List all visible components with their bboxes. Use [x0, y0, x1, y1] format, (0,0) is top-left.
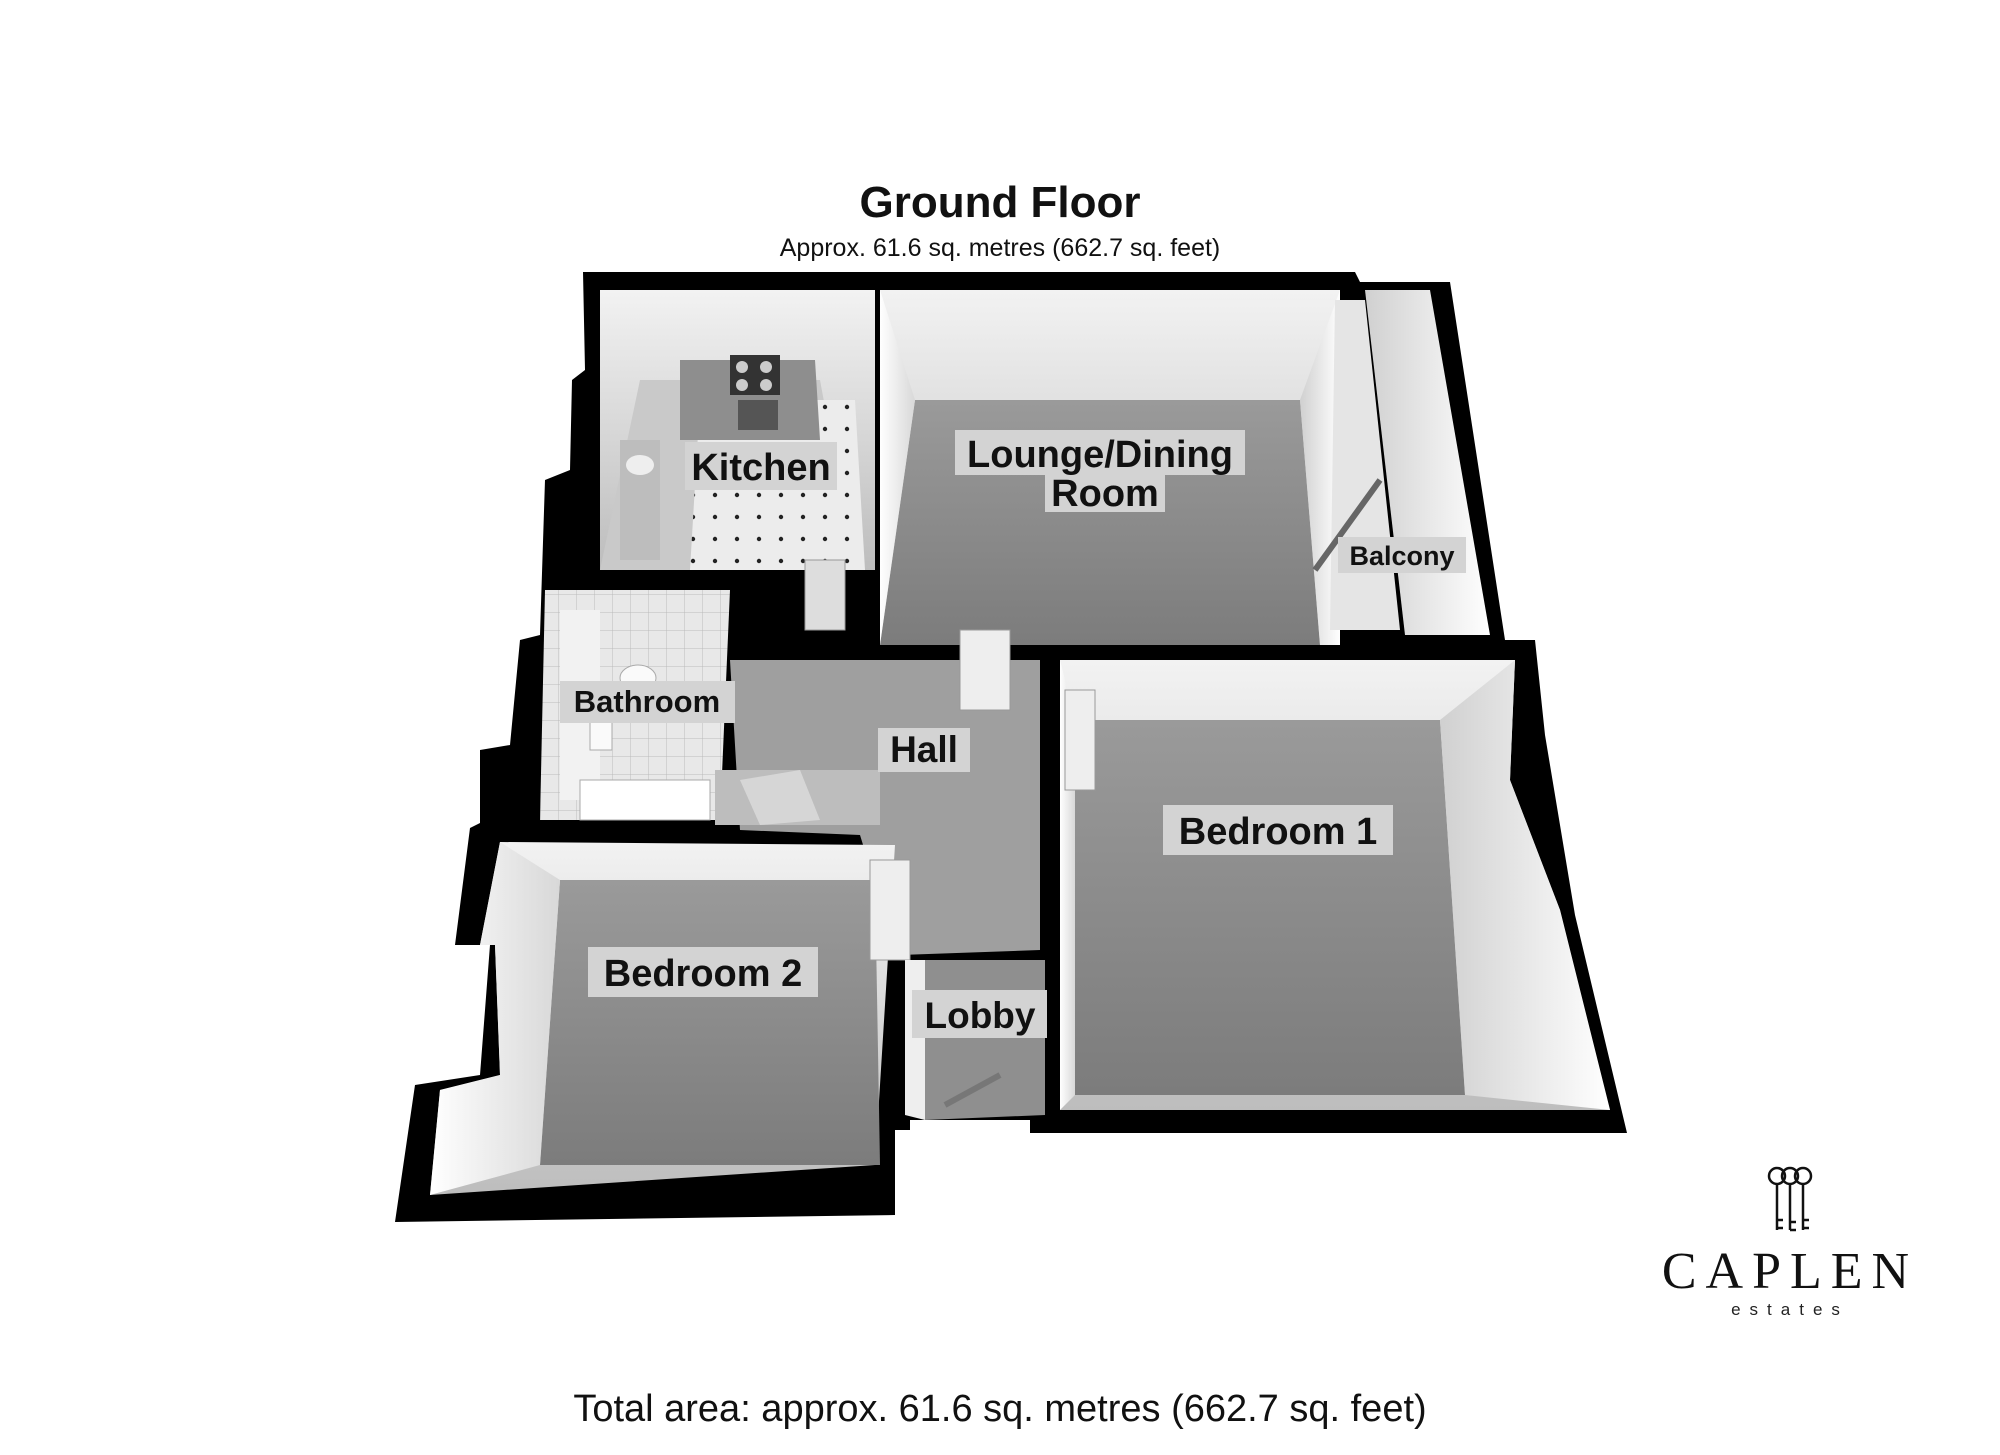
- basin-icon: [589, 719, 613, 751]
- bedroom-2-door-icon: [869, 859, 911, 961]
- kitchen-label: Kitchen: [691, 447, 830, 489]
- lounge-label-line-1: Lounge/Dining: [967, 434, 1233, 476]
- balcony-label: Balcony: [1349, 541, 1454, 571]
- room-labels: Kitchen Lounge/Dining Room Balcony Bathr…: [560, 430, 1466, 1038]
- bathroom-label: Bathroom: [574, 684, 720, 719]
- logo-tagline: estates: [1731, 1300, 1849, 1319]
- oven-icon: [738, 400, 778, 430]
- lobby-area: [905, 960, 1045, 1120]
- bedroom-2-room: [430, 842, 911, 1195]
- bath-icon: [579, 779, 711, 821]
- hall-label: Hall: [890, 729, 958, 770]
- keys-icon: [1767, 1166, 1813, 1232]
- floor-title: Ground Floor: [859, 178, 1141, 227]
- bedroom-1-door-icon: [1064, 689, 1096, 791]
- floor-area-subtitle: Approx. 61.6 sq. metres (662.7 sq. feet): [779, 234, 1221, 262]
- kitchen-room: [600, 290, 875, 570]
- hall-door-icon: [959, 629, 1011, 711]
- bedroom-1-label: Bedroom 1: [1179, 811, 1377, 853]
- bedroom-1-room: [1060, 660, 1610, 1110]
- storage-cupboard: [740, 770, 820, 825]
- entrance-door-icon: [943, 1072, 1002, 1108]
- lounge-label-line-2: Room: [1051, 473, 1159, 515]
- lobby-label: Lobby: [925, 995, 1036, 1036]
- kitchen-door-icon: [804, 559, 846, 631]
- logo-brand: CAPLEN: [1661, 1243, 1919, 1300]
- sink-icon: [626, 455, 654, 475]
- balcony-door-icon: [1312, 478, 1383, 572]
- hob-icon: [736, 361, 772, 391]
- total-area-footer: Total area: approx. 61.6 sq. metres (662…: [573, 1388, 1427, 1430]
- caplen-logo: CAPLEN estates: [1640, 1160, 1940, 1320]
- bedroom-2-label: Bedroom 2: [604, 953, 802, 995]
